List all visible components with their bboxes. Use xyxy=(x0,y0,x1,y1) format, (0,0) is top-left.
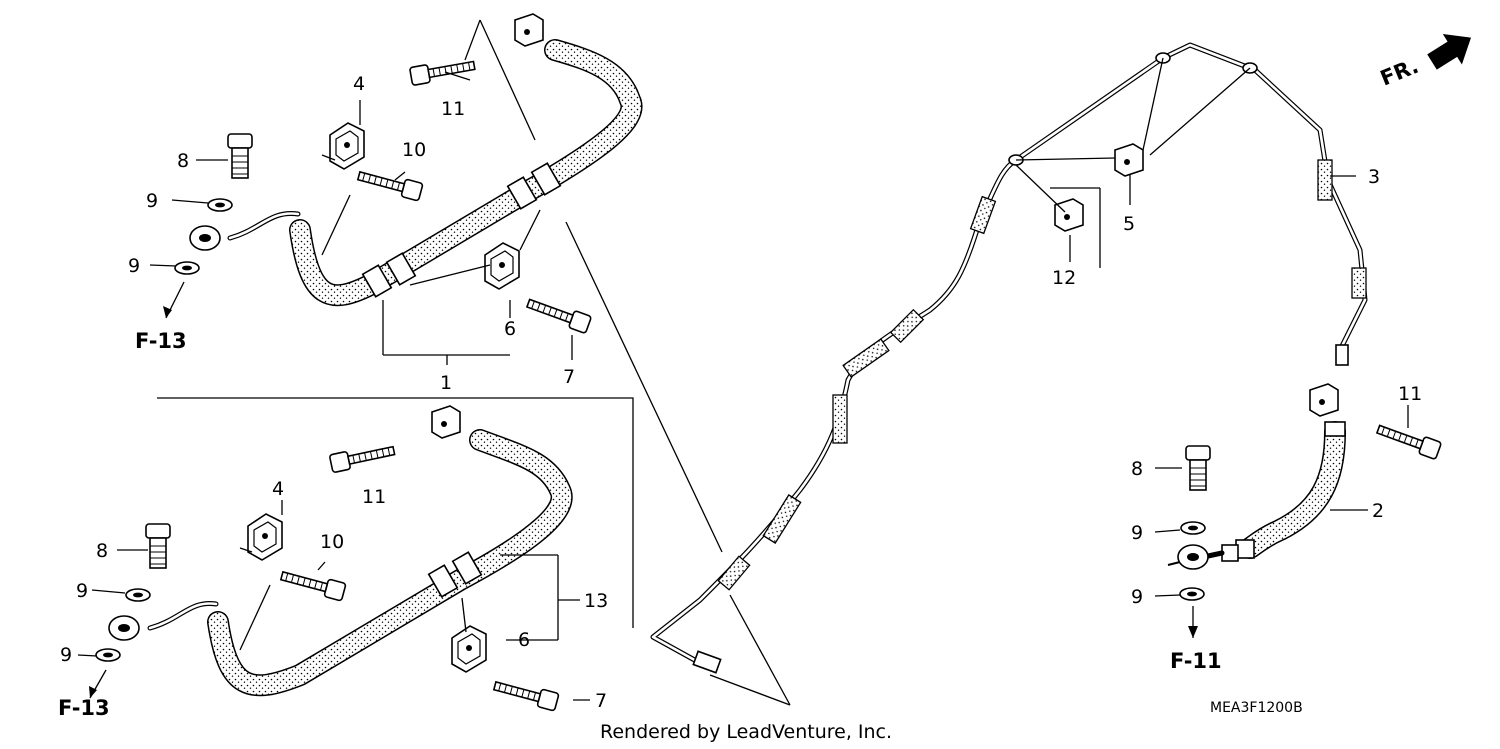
label-bolt-oil-upper: 8 xyxy=(177,150,189,172)
front-indicator-text: FR. xyxy=(1377,54,1422,91)
credit-text: Rendered by LeadVenture, Inc. xyxy=(600,721,892,743)
label-washer-upper-a: 9 xyxy=(146,190,158,212)
diagram-code: MEA3F1200B xyxy=(1210,700,1303,716)
label-bolt-joint-right: 11 xyxy=(1398,383,1422,405)
label-bolt-clamp-upper: 10 xyxy=(402,139,426,161)
label-bolt-oil-right: 8 xyxy=(1131,458,1143,480)
lower-leader-lines xyxy=(77,500,590,701)
label-washer-upper-b: 9 xyxy=(128,255,140,277)
upper-leader-lines xyxy=(149,19,723,553)
label-clamp-pipe: 5 xyxy=(1123,213,1135,235)
label-washer-lower-b: 9 xyxy=(60,644,72,666)
label-pipe: 3 xyxy=(1368,166,1380,188)
label-clamp-pipe-b: 12 xyxy=(1052,267,1076,289)
label-clamp-lower: 4 xyxy=(272,478,284,500)
label-bolt-oil-lower: 8 xyxy=(96,540,108,562)
ref-right: F-11 xyxy=(1170,649,1222,673)
label-bolt-joint-upper: 11 xyxy=(441,98,465,120)
center-leader-lines xyxy=(709,57,1356,706)
label-bolt-upper: 7 xyxy=(563,366,575,388)
right-leader-lines xyxy=(1154,405,1409,638)
label-bolt-lower: 7 xyxy=(595,690,607,712)
label-bolt-joint-lower: 11 xyxy=(362,486,386,508)
label-clamp-upper: 4 xyxy=(353,73,365,95)
ref-lower: F-13 xyxy=(58,696,110,720)
brake-pipe xyxy=(650,42,1368,674)
label-hose-assy-lower: 13 xyxy=(584,590,608,612)
front-direction-arrow-icon xyxy=(1427,34,1472,70)
label-clamp-upper-lower: 6 xyxy=(504,318,516,340)
label-washer-right-b: 9 xyxy=(1131,586,1143,608)
right-hose-assembly xyxy=(1167,383,1443,601)
lower-hose-assembly xyxy=(95,397,634,712)
upper-hose-assembly xyxy=(174,13,643,335)
label-washer-lower-a: 9 xyxy=(76,580,88,602)
label-bolt-clamp-lower: 10 xyxy=(320,531,344,553)
label-clamp-lower-lower: 6 xyxy=(518,629,530,651)
label-hose-front: 2 xyxy=(1372,500,1384,522)
label-washer-right-a: 9 xyxy=(1131,522,1143,544)
ref-upper: F-13 xyxy=(135,329,187,353)
label-hose-assy-upper: 1 xyxy=(440,372,452,394)
